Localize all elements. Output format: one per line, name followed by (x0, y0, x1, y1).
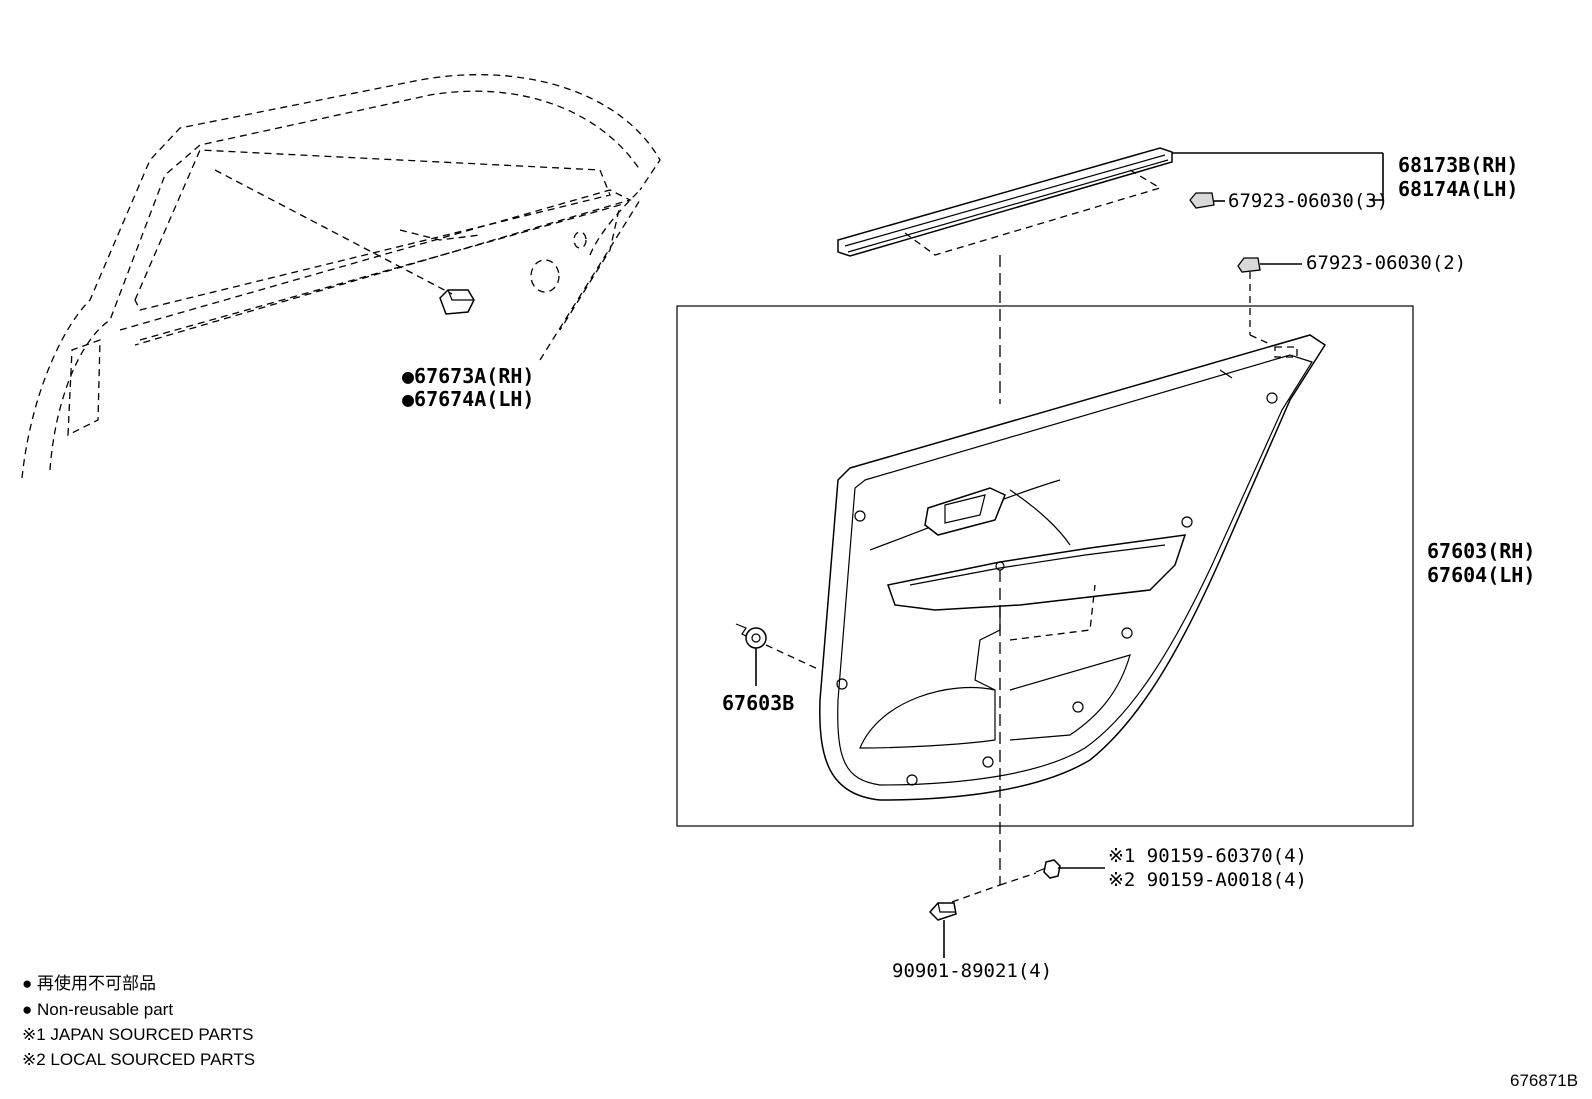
clip-67603b (735, 623, 767, 649)
nut-90901 (928, 902, 957, 921)
clip-67923-2 (1237, 257, 1261, 273)
clip-67923-3 (1189, 192, 1215, 209)
callout-90901-89021: 90901-89021(4) (892, 960, 1052, 982)
legend-local-sourced: ※2 LOCAL SOURCED PARTS (22, 1050, 255, 1069)
panel-assembly-frame (676, 305, 1414, 827)
figure-id: 676871B (1510, 1071, 1578, 1090)
callout-67923-06030-3: 67923-06030(3) (1228, 190, 1388, 212)
callout-90159-a0018: ※2 90159-A0018(4) (1108, 869, 1307, 891)
clip-67673a (439, 289, 475, 315)
callout-67674a: ●67674A(LH) (402, 387, 534, 411)
callout-67603: 67603(RH) (1427, 539, 1535, 563)
door-trim-panel (819, 334, 1327, 801)
belt-weatherstrip (837, 147, 1173, 257)
callout-67673a: ●67673A(RH) (402, 364, 534, 388)
callout-67604: 67604(LH) (1427, 563, 1535, 587)
legend-japan-sourced: ※1 JAPAN SOURCED PARTS (22, 1025, 254, 1044)
legend: ● 再使用不可部品 ● Non-reusable part ※1 JAPAN S… (22, 973, 255, 1069)
callout-68173b: 68173B(RH) (1398, 153, 1518, 177)
door-frame-outline (21, 74, 661, 479)
screw-90159 (1035, 859, 1061, 879)
callout-67603b: 67603B (722, 691, 794, 715)
callout-68174a: 68174A(LH) (1398, 177, 1518, 201)
legend-non-reusable-en: ● Non-reusable part (22, 1000, 173, 1019)
legend-non-reusable-jp: ● 再使用不可部品 (22, 973, 156, 993)
callout-90159-60370: ※1 90159-60370(4) (1108, 845, 1307, 867)
callout-67923-06030-2: 67923-06030(2) (1306, 252, 1466, 274)
